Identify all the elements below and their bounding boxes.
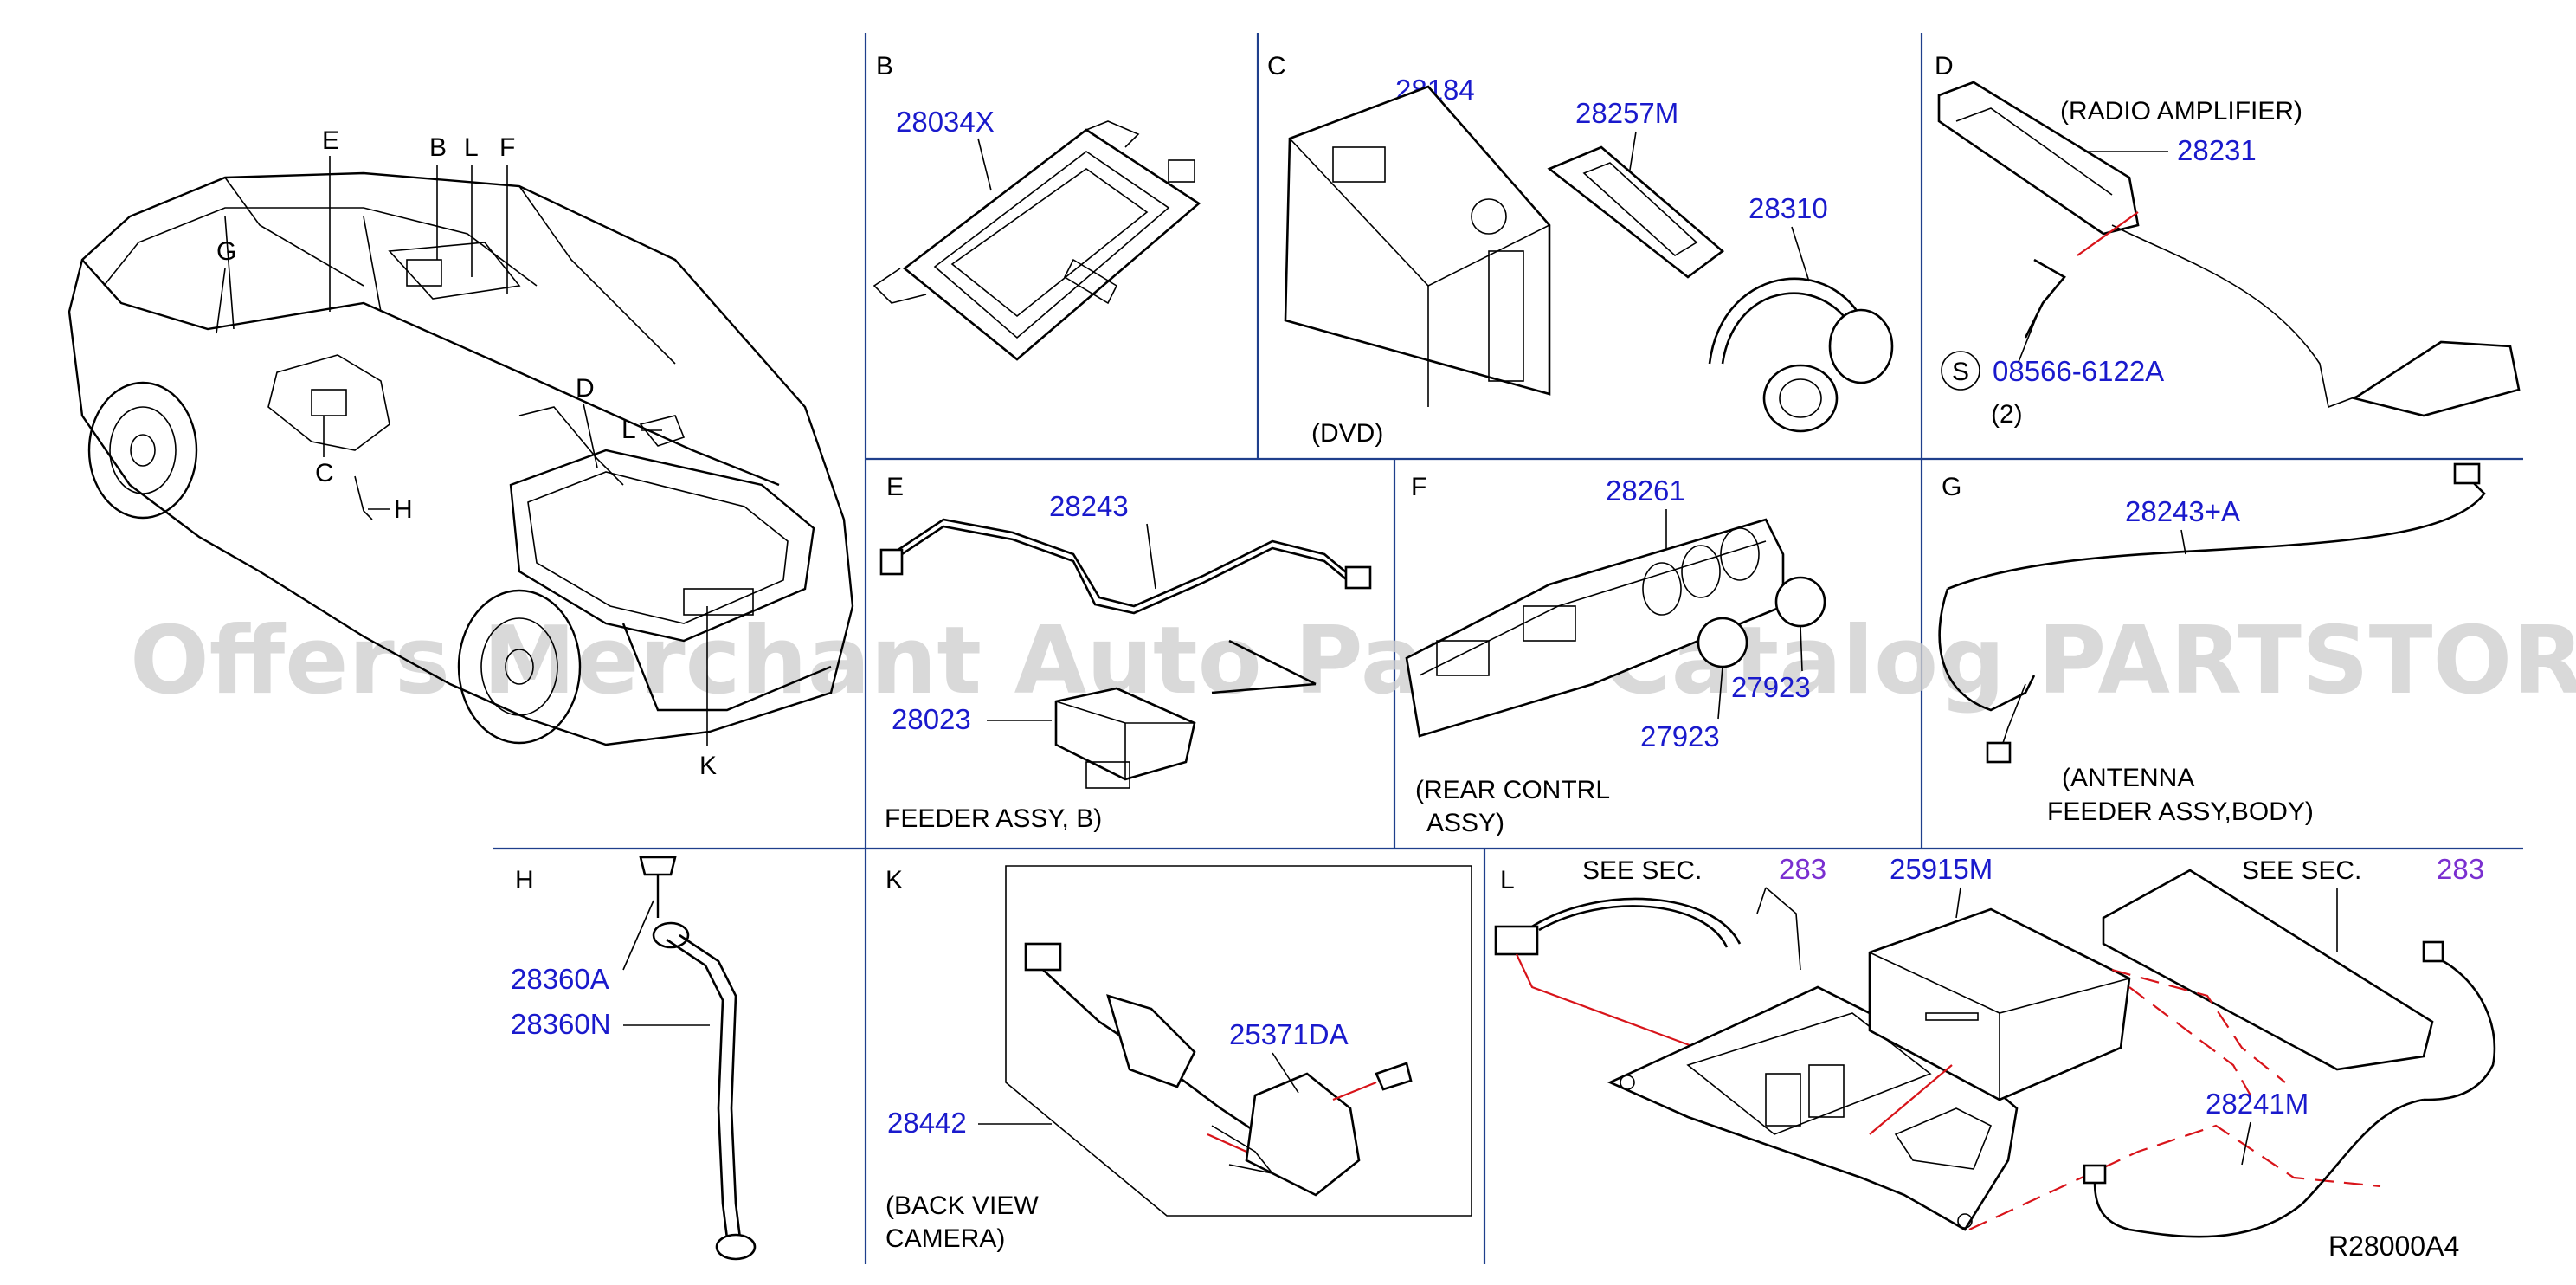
panel-c: C 28184 28257M 28310 (DVD) [1267, 52, 1894, 448]
drawing-code: R28000A4 [2328, 1230, 2459, 1262]
callout-h: H [394, 495, 413, 524]
part-number-08566-6122a[interactable]: 08566-6122A [1993, 355, 2164, 387]
part-number-27923-right[interactable]: 27923 [1731, 671, 1811, 703]
part-number-28360a[interactable]: 28360A [511, 963, 609, 995]
panel-c-caption: (DVD) [1311, 419, 1383, 448]
callout-b: B [429, 133, 447, 162]
panel-e-letter: E [886, 473, 904, 501]
panel-k-caption-1: (BACK VIEW [886, 1191, 1039, 1220]
panel-b-letter: B [876, 52, 893, 81]
part-number-28023[interactable]: 28023 [892, 703, 971, 735]
panel-h: H 28360A 28360N [511, 856, 757, 1261]
panel-k-letter: K [886, 866, 903, 894]
panel-d-caption: (RADIO AMPLIFIER) [2060, 97, 2302, 126]
panel-e-caption: FEEDER ASSY, B) [885, 804, 1102, 833]
panel-l-letter: L [1500, 866, 1515, 894]
part-number-28231[interactable]: 28231 [2177, 134, 2257, 166]
part-number-28257m[interactable]: 28257M [1575, 97, 1678, 129]
section-283-left[interactable]: 283 [1779, 853, 1826, 885]
part-number-28034x[interactable]: 28034X [896, 106, 995, 138]
part-number-28360n[interactable]: 28360N [511, 1008, 611, 1040]
callout-c: C [315, 459, 334, 488]
panel-d-letter: D [1935, 52, 1954, 81]
see-sec-left: SEE SEC. [1582, 856, 1702, 885]
callout-d: D [576, 374, 595, 403]
panel-f-letter: F [1411, 473, 1426, 501]
part-number-28243-a[interactable]: 28243+A [2125, 495, 2240, 527]
panel-d-qty: (2) [1991, 400, 2023, 429]
part-number-25371da[interactable]: 25371DA [1229, 1018, 1349, 1050]
panel-dividers [493, 33, 2523, 1264]
see-sec-right: SEE SEC. [2242, 856, 2361, 885]
panel-g-letter: G [1942, 473, 1961, 501]
panel-f-caption-1: (REAR CONTRL [1415, 776, 1610, 804]
callout-f: F [499, 133, 515, 162]
part-number-28241m[interactable]: 28241M [2206, 1088, 2309, 1120]
panel-c-letter: C [1267, 52, 1286, 81]
panel-h-letter: H [515, 866, 534, 894]
part-number-28442[interactable]: 28442 [887, 1107, 967, 1139]
callout-g: G [216, 237, 236, 266]
section-283-right[interactable]: 283 [2437, 853, 2484, 885]
symbol-s: S [1952, 358, 1969, 386]
vehicle-overview [68, 171, 854, 746]
part-number-25915m[interactable]: 25915M [1890, 853, 1993, 885]
panel-f-caption-2: ASSY) [1426, 809, 1504, 837]
callout-e: E [322, 126, 339, 155]
panel-g: G 28243+A (ANTENNA FEEDER ASSY,BODY) [1938, 462, 2486, 826]
part-number-28310[interactable]: 28310 [1748, 192, 1828, 224]
panel-k: K 25371DA 28442 (BACK VIEW CAMERA) [886, 865, 1472, 1253]
part-number-28243[interactable]: 28243 [1049, 490, 1129, 522]
panel-g-caption-1: (ANTENNA [2062, 764, 2194, 792]
panel-e: E 28243 28023 FEEDER ASSY, B) [879, 473, 1372, 833]
panel-f: F 28261 27923 27923 (REAR CONTRL ASSY) [1405, 473, 1826, 837]
callout-l: L [464, 133, 479, 162]
panel-d: D (RADIO AMPLIFIER) 28231 S 08566-6122A … [1935, 52, 2521, 429]
overview-callouts: E B L F G D L C H K [216, 126, 717, 780]
watermark: Offers Merchant Auto Parts Catalog PARTS… [130, 607, 2576, 715]
panel-b: B 28034X [873, 52, 1201, 361]
panel-l: L SEE SEC. 283 25915M SEE SEC. 283 [1494, 853, 2496, 1262]
part-number-27923-left[interactable]: 27923 [1640, 720, 1720, 752]
callout-l-2: L [621, 416, 636, 444]
panel-k-caption-2: CAMERA) [886, 1224, 1005, 1253]
part-number-28261[interactable]: 28261 [1606, 475, 1685, 507]
panel-g-caption-2: FEEDER ASSY,BODY) [2047, 797, 2314, 826]
callout-k: K [699, 752, 717, 780]
